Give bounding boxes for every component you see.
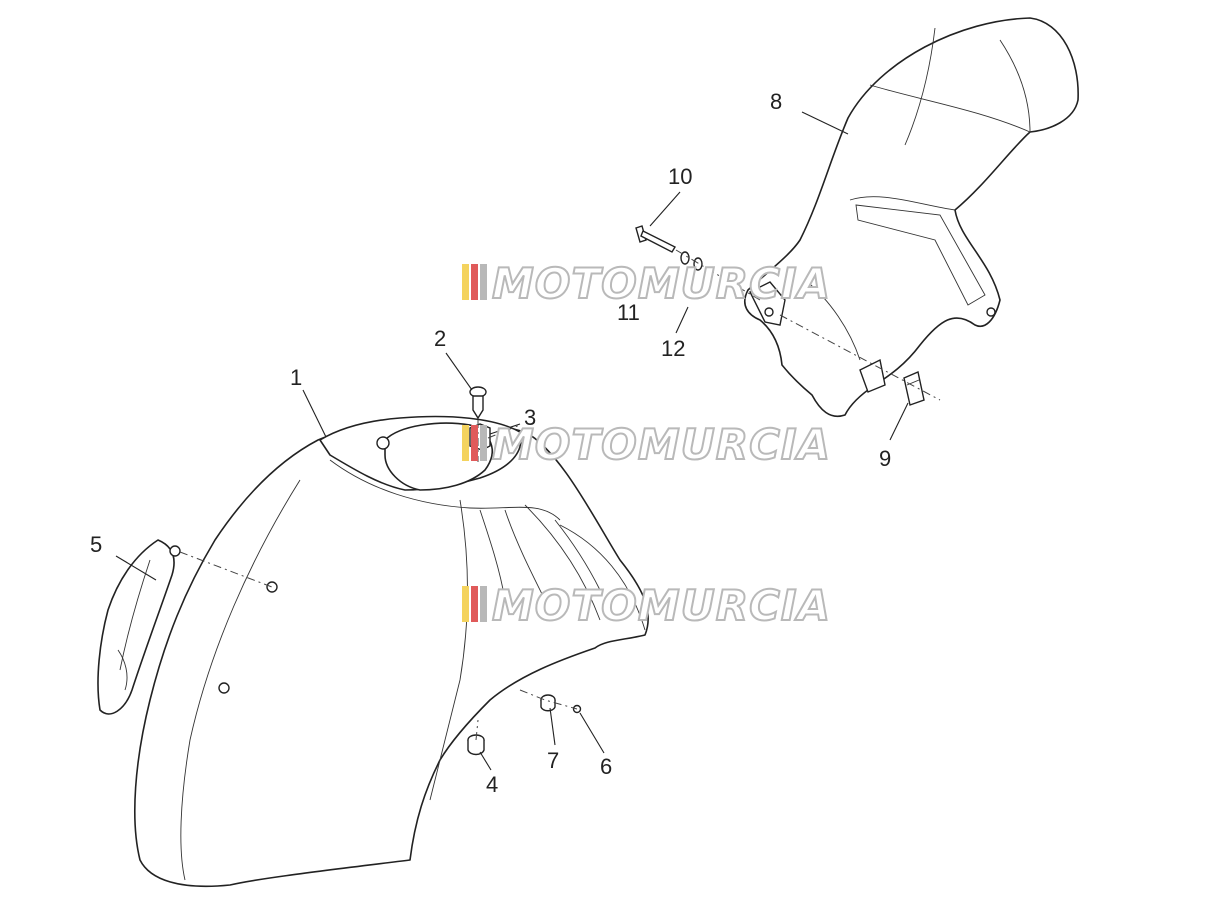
- watermark-text: MOTOMURCIA: [492, 420, 831, 469]
- callout-7: 7: [547, 748, 559, 773]
- callout-9: 9: [879, 446, 891, 471]
- part-5-reflector: [97, 539, 181, 715]
- callout-10: 10: [668, 164, 692, 189]
- part-10-bolt: [635, 225, 676, 253]
- watermark-stripe-grey: [480, 586, 487, 622]
- watermark-stripe-yellow: [462, 425, 469, 461]
- watermark-stripe-yellow: [462, 264, 469, 300]
- callout-5: 5: [90, 532, 102, 557]
- watermark-stripe-red: [471, 264, 478, 300]
- callout-3: 3: [524, 405, 536, 430]
- watermark-stripe-grey: [480, 425, 487, 461]
- watermark-stripe-yellow: [462, 586, 469, 622]
- watermark-stripe-grey: [480, 264, 487, 300]
- part-9-clip: [903, 371, 925, 406]
- callout-11: 11: [617, 300, 640, 325]
- watermark-stripe-red: [471, 586, 478, 622]
- callout-12: 12: [661, 336, 685, 361]
- callout-8: 8: [770, 89, 782, 114]
- callout-2: 2: [434, 326, 446, 351]
- callout-1: 1: [290, 365, 302, 390]
- part-7-spacer: [540, 694, 556, 712]
- callout-labels: 1 2 3 4 5 6 7 8 9 10 11 12: [90, 89, 891, 797]
- part-12-washer: [693, 257, 703, 271]
- part-2-screw: [469, 386, 487, 420]
- part-1-mudguard: [134, 415, 649, 888]
- watermark-stripe-red: [471, 425, 478, 461]
- part-11-washer: [680, 251, 690, 265]
- callout-6: 6: [600, 754, 612, 779]
- watermark-1: MOTOMURCIA: [462, 258, 831, 309]
- watermark-3: MOTOMURCIA: [462, 580, 831, 631]
- callout-4: 4: [486, 772, 498, 797]
- watermark-text: MOTOMURCIA: [492, 259, 831, 308]
- watermark-2: MOTOMURCIA: [462, 419, 831, 470]
- leader-lines: [115, 111, 909, 771]
- watermark-text: MOTOMURCIA: [492, 581, 831, 630]
- part-8-rear-hugger: [744, 17, 1079, 417]
